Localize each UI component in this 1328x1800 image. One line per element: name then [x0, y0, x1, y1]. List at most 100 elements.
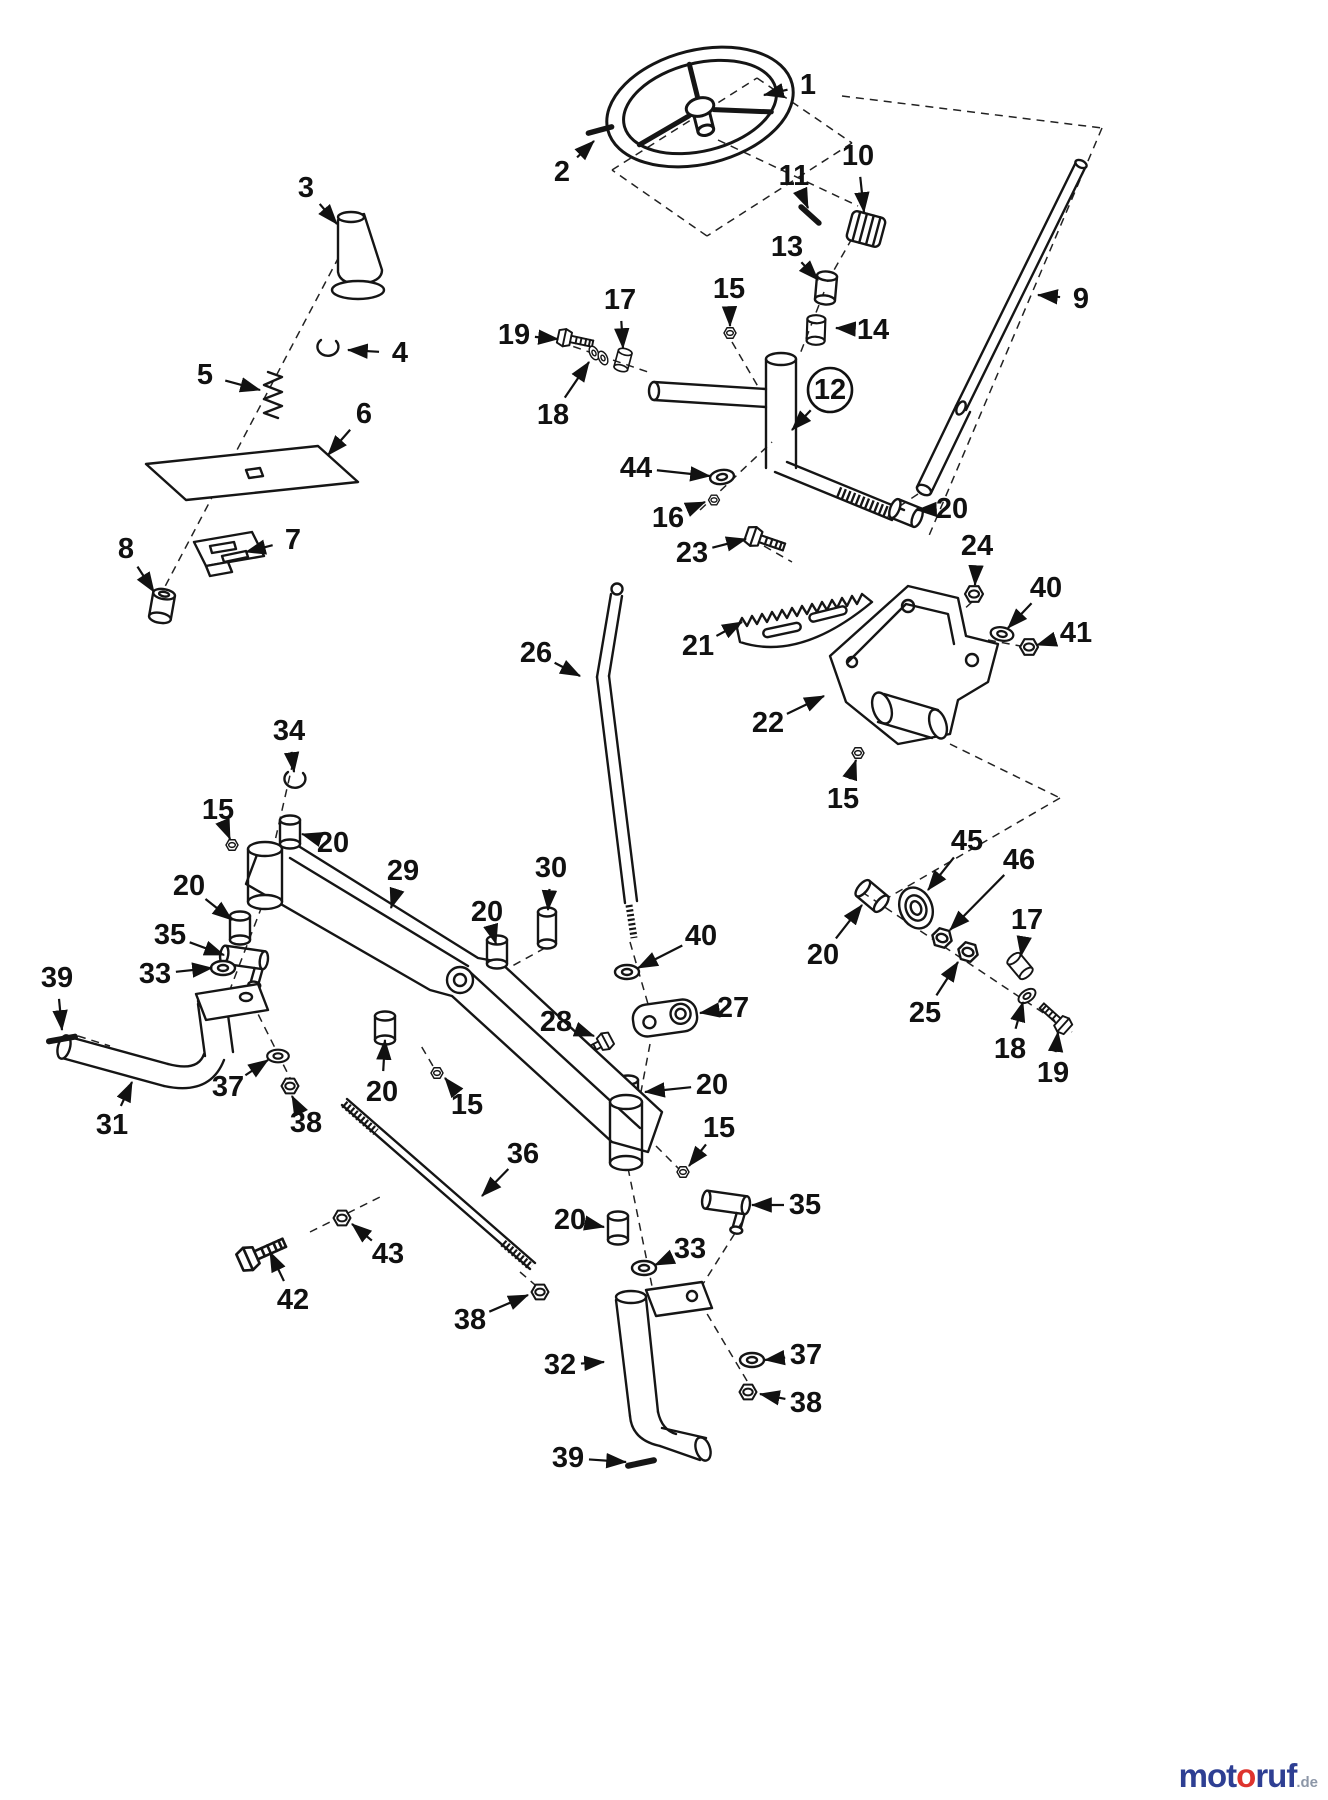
callout-arrow-13 [798, 260, 819, 281]
washer-18b [1014, 984, 1040, 1008]
bushing-13 [813, 269, 839, 307]
callout-label-30: 30 [535, 852, 567, 884]
callout-11: 11 [779, 160, 810, 210]
callout-arrow-42 [269, 1251, 286, 1282]
callout-23: 23 [676, 536, 748, 569]
callout-label-38: 38 [790, 1387, 822, 1419]
tie-rod-36 [340, 1097, 537, 1271]
callout-label-38: 38 [290, 1107, 322, 1139]
roll-pin-11 [801, 207, 819, 223]
callout-19: 19 [498, 319, 560, 351]
bushing-20g [606, 1210, 630, 1246]
callout-label-22: 22 [752, 707, 784, 739]
bolt-23 [742, 523, 789, 558]
snap-ring-4 [316, 338, 340, 357]
callout-20: 20 [366, 1038, 398, 1108]
nut-15a [723, 327, 737, 339]
callout-label-46: 46 [1003, 844, 1035, 876]
spring-5 [262, 370, 284, 420]
callout-20: 20 [554, 1204, 606, 1236]
callout-label-27: 27 [717, 992, 749, 1024]
pivot-pin-30 [536, 906, 558, 950]
callout-label-18: 18 [537, 399, 569, 431]
callout-arrow-38 [488, 1293, 530, 1313]
callout-label-20: 20 [317, 827, 349, 859]
callout-label-3: 3 [298, 172, 314, 204]
callout-label-37: 37 [212, 1071, 244, 1103]
callout-20: 20 [471, 896, 503, 946]
callout-22: 22 [752, 695, 825, 739]
callout-2: 2 [554, 140, 595, 188]
callout-label-19: 19 [498, 319, 530, 351]
callout-44: 44 [620, 452, 712, 484]
callout-33: 33 [139, 958, 214, 990]
callout-label-34: 34 [273, 715, 305, 747]
callout-37: 37 [763, 1339, 822, 1371]
callout-arrow-10 [854, 176, 870, 214]
callout-35: 35 [750, 1189, 821, 1221]
callout-label-42: 42 [277, 1284, 309, 1316]
nut-25 [954, 939, 982, 965]
callout-arrow-15 [444, 1077, 464, 1099]
callout-label-21: 21 [682, 630, 714, 662]
callout-24: 24 [961, 530, 993, 587]
callout-label-15: 15 [827, 783, 859, 815]
callout-1: 1 [762, 69, 816, 101]
callout-arrow-41 [1035, 631, 1059, 647]
callout-arrow-39 [52, 998, 68, 1032]
callout-label-39: 39 [552, 1442, 584, 1474]
callout-8: 8 [118, 533, 155, 593]
callout-arrow-37 [244, 1059, 269, 1078]
bolt-15b [851, 747, 865, 759]
callout-label-33: 33 [674, 1233, 706, 1265]
callout-arrow-6 [327, 429, 351, 456]
drag-link-26 [595, 582, 639, 939]
callout-arrow-33 [653, 1249, 677, 1267]
watermark-text: mot [1178, 1757, 1237, 1794]
callout-label-20: 20 [936, 493, 968, 525]
callout-label-11: 11 [779, 160, 810, 192]
callout-arrow-7 [244, 539, 273, 555]
steering-shaft-9 [915, 158, 1088, 497]
callout-6: 6 [327, 398, 372, 456]
callout-14: 14 [834, 314, 889, 346]
coupling-10 [845, 210, 887, 248]
washer-44 [707, 467, 737, 487]
callout-label-16: 16 [652, 502, 684, 534]
callout-27: 27 [698, 992, 749, 1024]
callout-label-20: 20 [807, 939, 839, 971]
bolt-15c [225, 839, 239, 851]
callout-label-23: 23 [676, 537, 708, 569]
callout-label-6: 6 [356, 398, 372, 430]
callout-label-24: 24 [961, 530, 993, 562]
callout-arrow-8 [136, 565, 155, 593]
callout-42: 42 [269, 1251, 309, 1316]
bolt-15e [676, 1166, 690, 1178]
callout-26: 26 [520, 637, 581, 677]
washer-37a [266, 1048, 290, 1064]
callout-arrow-26 [554, 660, 581, 677]
callout-arrow-20 [204, 898, 233, 921]
callout-arrow-15 [842, 758, 858, 782]
callout-label-33: 33 [139, 958, 171, 990]
callout-9: 9 [1036, 283, 1089, 315]
callout-label-35: 35 [789, 1189, 821, 1221]
callout-39: 39 [41, 962, 73, 1032]
nut-16 [707, 494, 721, 506]
callout-label-19: 19 [1037, 1057, 1069, 1089]
callout-38: 38 [454, 1293, 530, 1336]
washer-33b [630, 1259, 658, 1277]
callout-arrow-20 [583, 1215, 606, 1231]
bushing-20c [228, 910, 252, 946]
callout-20: 20 [173, 870, 233, 921]
cotter-pin-39b [628, 1460, 654, 1465]
callout-label-5: 5 [197, 359, 213, 391]
callout-29: 29 [387, 855, 419, 910]
callout-15: 15 [688, 1112, 735, 1167]
callout-label-10: 10 [842, 140, 874, 172]
callout-label-37: 37 [790, 1339, 822, 1371]
support-bracket-22 [828, 584, 1000, 746]
callout-38: 38 [758, 1387, 822, 1419]
callout-15: 15 [713, 273, 745, 328]
callout-arrow-36 [481, 1168, 510, 1197]
